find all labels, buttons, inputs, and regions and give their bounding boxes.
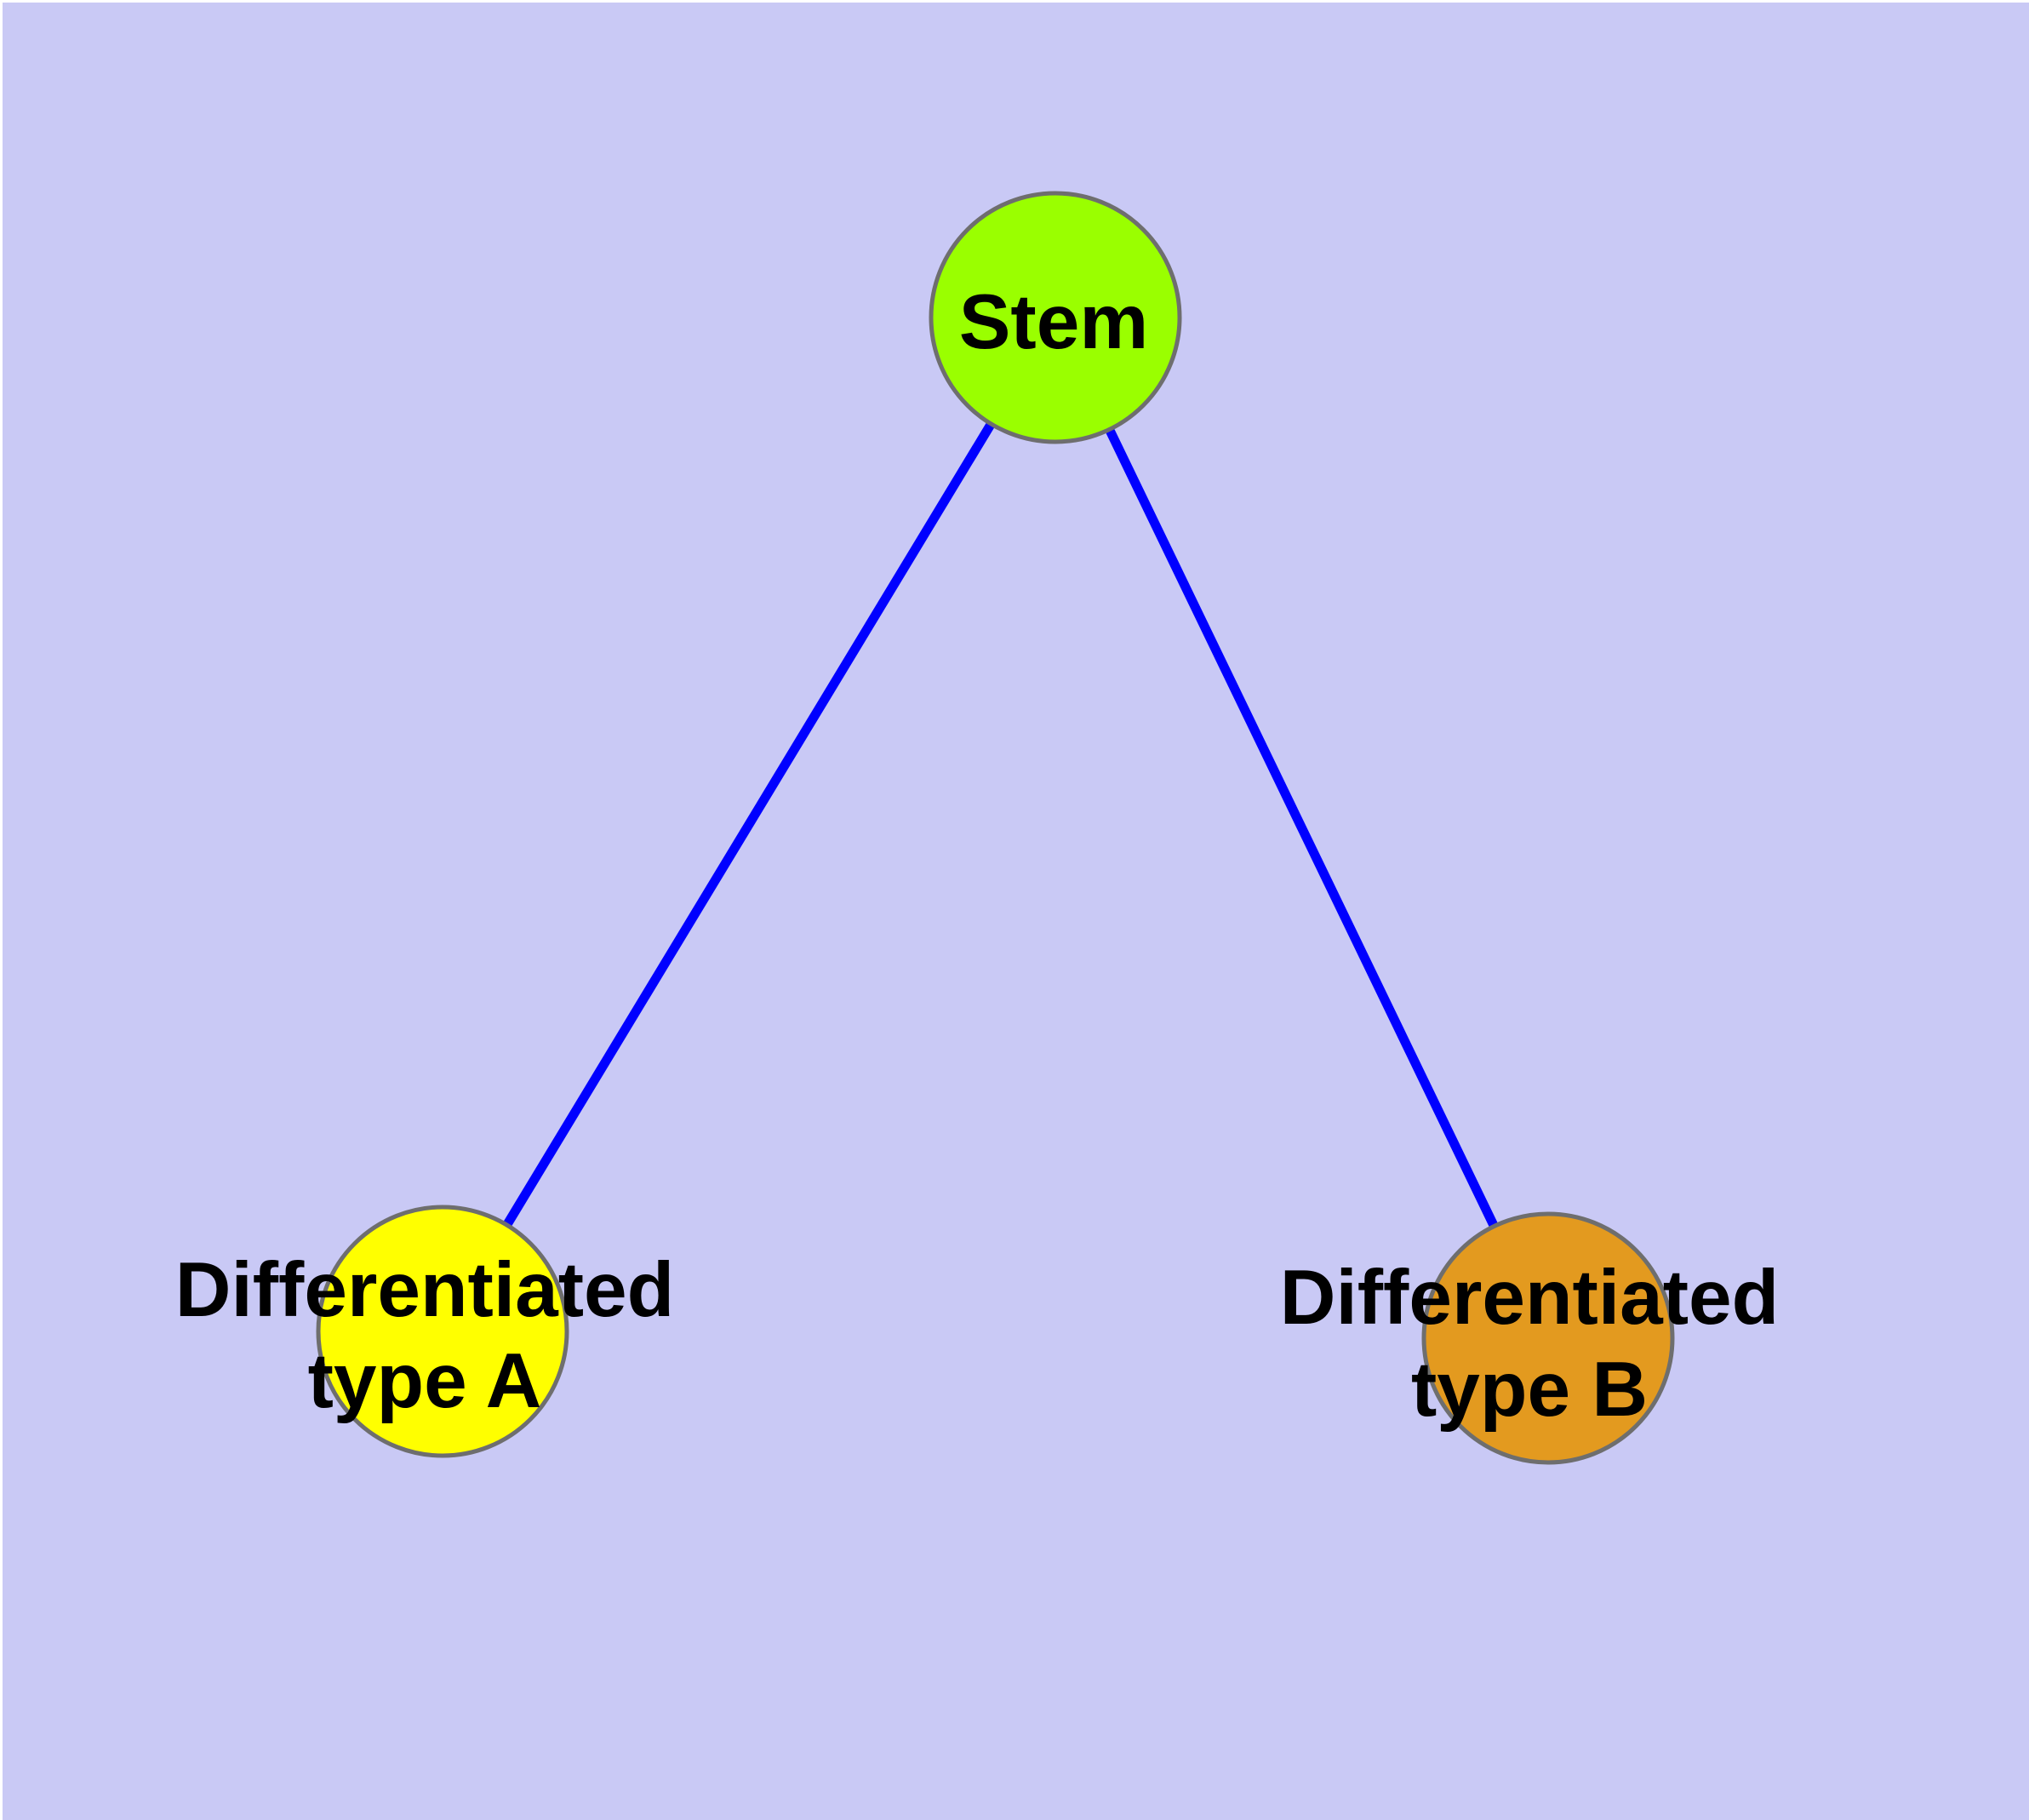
node-stem-circle (929, 191, 1182, 444)
edge-stem-type-a (438, 315, 1060, 1334)
node-type-a-circle (316, 1205, 569, 1458)
edge-stem-type-b (1051, 315, 1552, 1341)
node-type-b-circle (1421, 1211, 1675, 1465)
node-stem-label: Stem (959, 279, 1149, 365)
